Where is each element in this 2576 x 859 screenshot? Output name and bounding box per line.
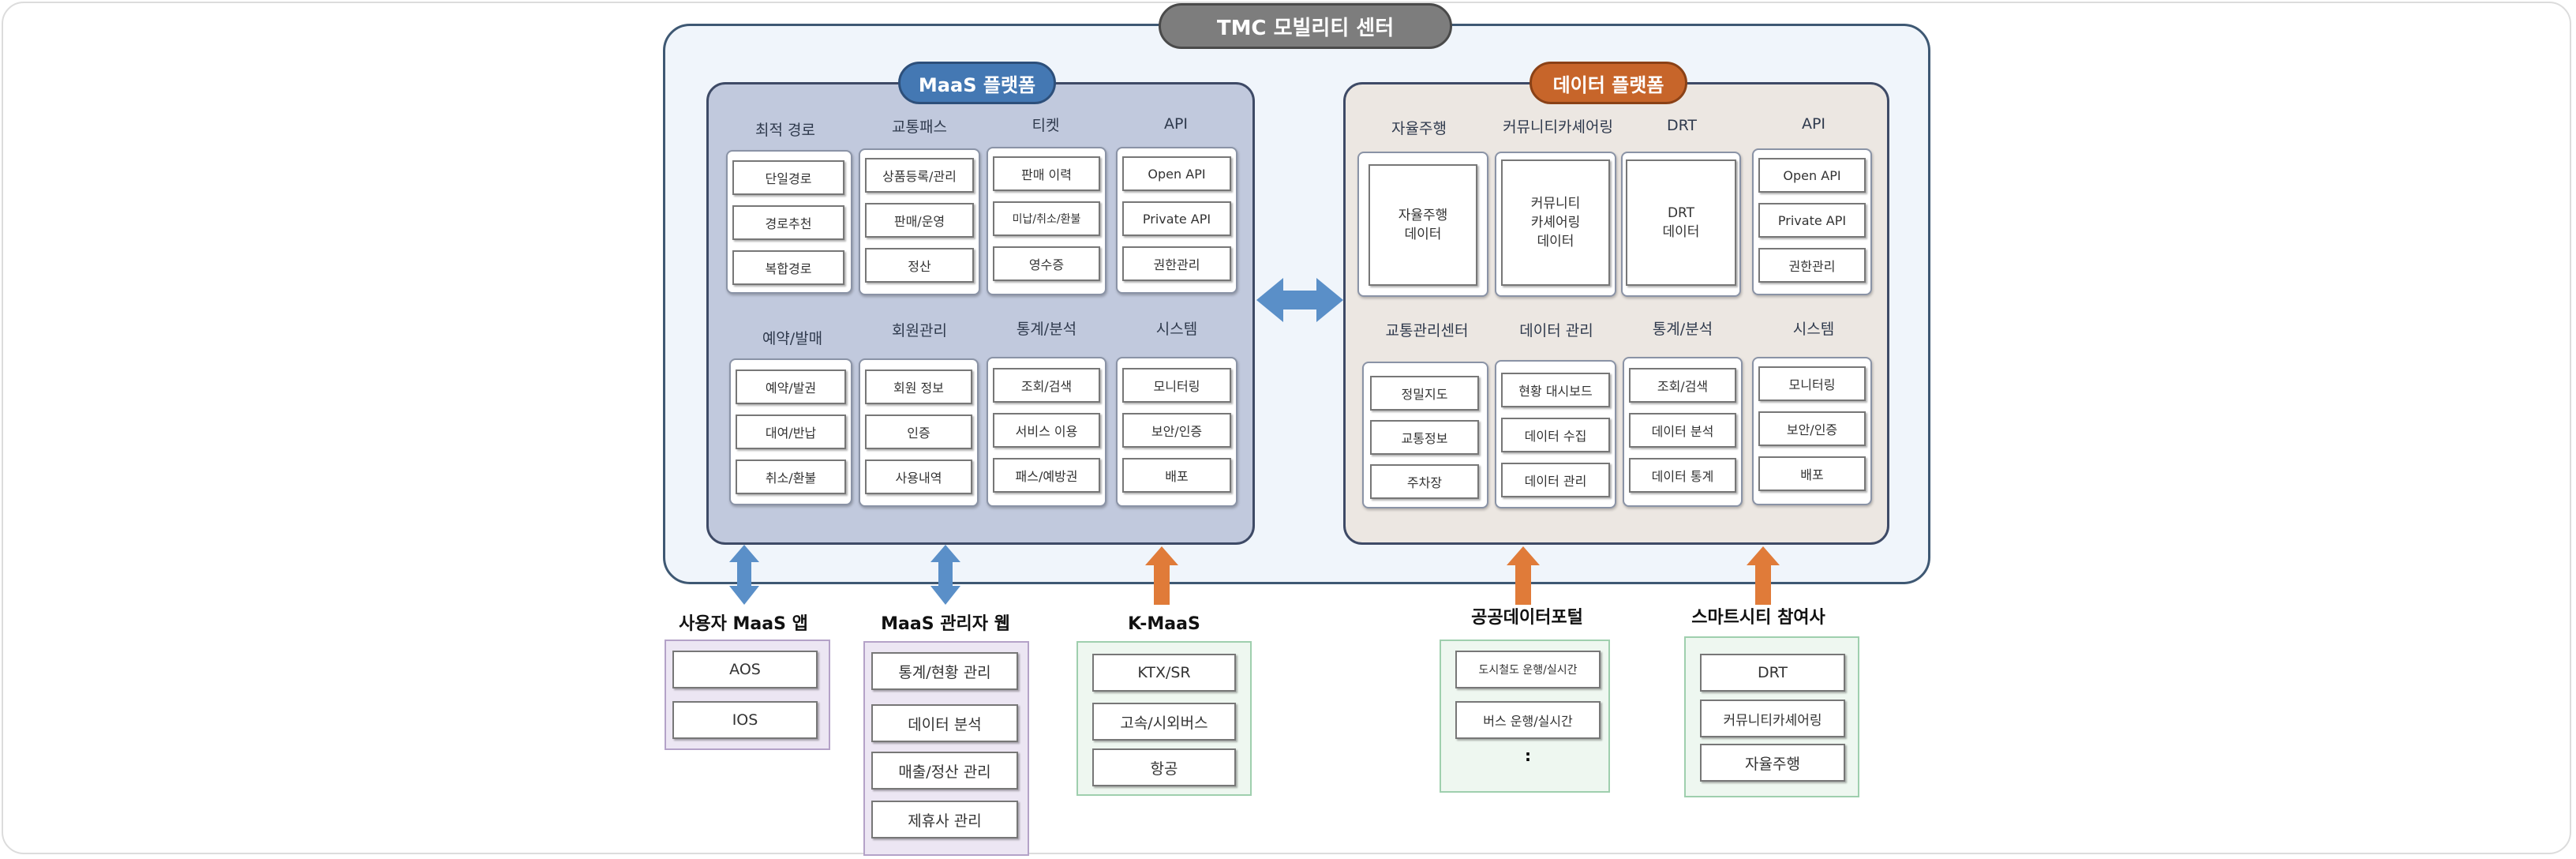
data-item: 보안/인증 [1758,411,1866,446]
up-arrow-smartcity [1747,546,1780,605]
data-group-header: 통계/분석 [1652,320,1713,338]
kmaas-label: K-MaaS [1128,613,1200,634]
data-item: 현황 대시보드 [1501,373,1610,407]
data-item: Open API [1758,158,1866,193]
data-group-header: 시스템 [1792,320,1835,338]
maas-group-header: 티켓 [1032,116,1060,134]
bidirectional-arrow [1256,278,1343,322]
maas-group-header: 통계/분석 [1016,320,1077,338]
maas-item: 단일경로 [732,160,844,195]
data-item: 주차장 [1370,464,1479,499]
maas-item: 서비스 이용 [993,413,1100,448]
admin-web-label: MaaS 관리자 웹 [881,614,1010,634]
admin-web-item: 매출/정산 관리 [871,752,1018,790]
data-platform-title: 데이터 플랫폼 [1530,62,1687,104]
up-down-arrow-user-app [729,545,759,605]
maas-item: 판매 이력 [993,156,1100,191]
maas-item: 상품등록/관리 [865,158,974,193]
maas-item: Open API [1122,156,1231,191]
maas-group-header: 시스템 [1155,320,1198,338]
data-item: 데이터 관리 [1501,463,1610,497]
data-group-header: API [1801,115,1826,133]
data-item: 권한관리 [1758,248,1866,283]
data-item: 교통정보 [1370,420,1479,455]
data-group-header: 데이터 관리 [1519,321,1593,339]
kmaas-item: 항공 [1092,748,1236,786]
smartcity-item: 자율주행 [1700,744,1845,782]
kmaas-item: 고속/시외버스 [1092,703,1236,741]
maas-item: 배포 [1122,458,1231,493]
data-item: 데이터 통계 [1629,458,1736,493]
maas-group-header: 예약/발매 [762,329,823,347]
maas-item: 미납/취소/환불 [993,201,1100,236]
maas-item: 영수증 [993,246,1100,281]
tmc-title: TMC 모빌리티 센터 [1159,3,1452,49]
user-app-item: AOS [672,651,818,688]
admin-web-item: 제휴사 관리 [871,801,1018,838]
admin-web-item: 데이터 분석 [871,704,1018,742]
maas-item: 판매/운영 [865,203,974,238]
maas-item: 인증 [865,414,972,449]
maas-group-header: 교통패스 [892,118,947,136]
maas-group-header: API [1163,115,1189,133]
maas-item: 보안/인증 [1122,413,1231,448]
data-group-header: 자율주행 [1391,119,1447,137]
maas-item: 경로추천 [732,205,844,240]
maas-group-header: 회원관리 [892,321,947,339]
user-app-label: 사용자 MaaS 앱 [679,614,808,634]
maas-item: 패스/예방권 [993,458,1100,493]
maas-platform-title: MaaS 플랫폼 [898,62,1056,104]
maas-item: 권한관리 [1122,246,1231,281]
data-group-header: DRT [1666,117,1698,134]
maas-item: 예약/발권 [736,369,846,404]
maas-item: 사용내역 [865,460,972,494]
smartcity-item: DRT [1700,654,1845,692]
maas-item: 회원 정보 [865,369,972,404]
admin-web-item: 통계/현황 관리 [871,652,1018,690]
public-portal-item: 버스 운행/실시간 [1455,701,1601,739]
data-item: Private API [1758,203,1866,238]
kmaas-item: KTX/SR [1092,654,1236,692]
data-item: 정밀지도 [1370,376,1479,411]
smartcity-item: 커뮤니티카셰어링 [1700,700,1845,737]
data-item: 데이터 수집 [1501,418,1610,452]
public-portal-item: 도시철도 운행/실시간 [1455,651,1601,688]
maas-item: 조회/검색 [993,368,1100,403]
maas-item: 대여/반납 [736,414,846,449]
user-app-item: IOS [672,701,818,739]
data-item: 모니터링 [1758,366,1866,401]
maas-item: 정산 [865,248,974,283]
data-item: 조회/검색 [1629,368,1736,403]
maas-group-header: 최적 경로 [755,121,815,139]
maas-item: 복합경로 [732,250,844,285]
maas-item: Private API [1122,201,1231,236]
maas-item: 취소/환불 [736,460,846,494]
up-arrow-public-portal [1507,546,1540,605]
public-portal-label: 공공데이터포털 [1471,608,1583,628]
smartcity-label: 스마트시티 참여사 [1691,608,1825,628]
up-arrow-kmaas [1145,546,1178,605]
data-item: 배포 [1758,456,1866,491]
data-item: 데이터 분석 [1629,413,1736,448]
up-down-arrow-admin-web [930,545,960,605]
data-group-header: 교통관리센터 [1385,321,1469,339]
data-group-header: 커뮤니티카셰어링 [1503,118,1613,136]
public-portal-ellipsis: : [1525,746,1531,765]
maas-item: 모니터링 [1122,368,1231,403]
